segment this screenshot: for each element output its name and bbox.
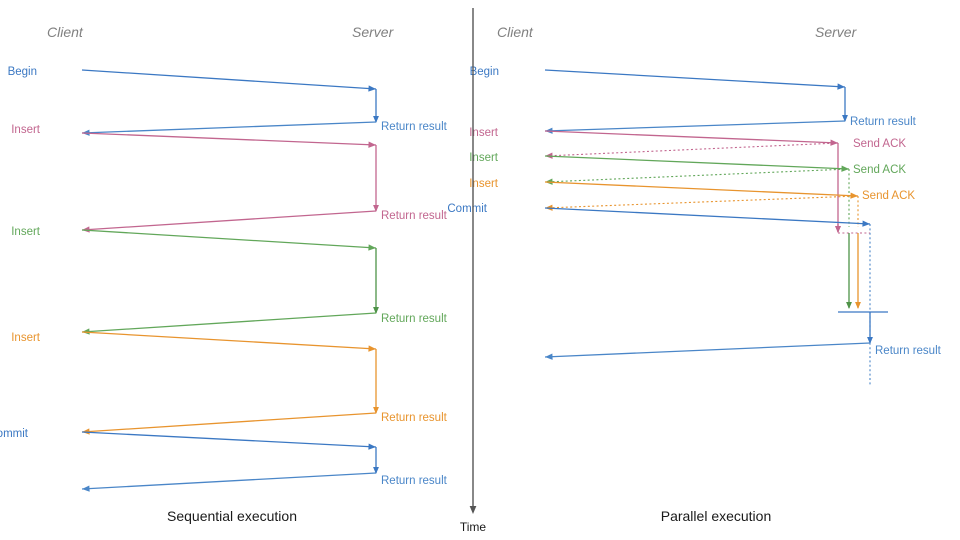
lane-title-sequential-client: Client — [47, 24, 84, 40]
message-label-insert3-return: Return result — [381, 412, 448, 424]
time-axis-label: Time — [460, 520, 487, 534]
message-label-begin-request: Begin — [8, 66, 37, 78]
message-line-commit-request — [81, 431, 377, 448]
message-label-begin-return: Return result — [850, 116, 917, 128]
message-label-insert2-ack: Send ACK — [853, 164, 906, 176]
arrowhead-insert2-processing — [373, 307, 379, 314]
message-line-insert1-return — [81, 210, 377, 231]
message-line-insert3-ack — [544, 195, 859, 209]
arrowhead-commit-request — [368, 443, 376, 450]
arrowhead-insert1-request — [368, 141, 376, 148]
panel-caption-parallel: Parallel execution — [661, 508, 772, 524]
message-label-insert3-request: Insert — [469, 178, 499, 190]
arrowhead-insert1-processing — [373, 205, 379, 212]
message-line-insert3-request — [544, 181, 859, 197]
message-line-begin-return — [81, 121, 377, 134]
arrowhead-insert3-request — [850, 192, 858, 199]
message-line-insert2-return — [81, 312, 377, 333]
message-label-commit-return: Return result — [875, 345, 942, 357]
message-label-insert1-ack: Send ACK — [853, 138, 906, 150]
message-line-begin-return — [544, 120, 846, 132]
message-line-begin-request — [544, 69, 846, 88]
arrowhead-insert2-request — [841, 165, 849, 172]
message-line-begin-request — [81, 69, 377, 90]
arrowhead-insert1-finish — [835, 226, 841, 233]
message-line-commit-return — [544, 342, 871, 358]
arrowhead-insert1-return — [82, 226, 90, 233]
message-label-insert2-request: Insert — [11, 226, 41, 238]
arrowhead-commit-return — [82, 485, 90, 492]
message-label-insert3-request: Insert — [11, 332, 41, 344]
lane-title-parallel-server: Server — [815, 24, 858, 40]
arrowhead-commit-processing — [867, 337, 873, 344]
message-label-commit-return: Return result — [381, 475, 448, 487]
arrowhead-insert3-request — [368, 345, 376, 352]
time-axis: Time — [460, 8, 487, 534]
message-line-commit-return — [81, 472, 377, 490]
message-line-insert3-request — [81, 331, 377, 350]
message-label-commit-request: Commit — [447, 203, 487, 215]
arrowhead-insert3-processing — [373, 407, 379, 414]
message-label-insert1-return: Return result — [381, 210, 448, 222]
message-label-insert1-request: Insert — [11, 124, 41, 136]
arrowhead-begin-request — [368, 85, 376, 92]
arrowhead-begin-processing — [373, 116, 379, 123]
arrowhead-insert3-return — [82, 428, 90, 435]
arrowhead-commit-request — [862, 220, 870, 227]
message-line-insert3-return — [81, 412, 377, 433]
message-line-insert1-ack — [544, 142, 839, 157]
panel-caption-sequential: Sequential execution — [167, 508, 297, 524]
message-label-begin-request: Begin — [470, 66, 499, 78]
arrowhead-begin-processing — [842, 115, 848, 122]
message-label-insert2-return: Return result — [381, 313, 448, 325]
arrowhead-commit-return — [545, 353, 553, 360]
arrowhead-insert2-finish — [846, 302, 852, 309]
message-line-insert2-request — [544, 155, 850, 170]
message-label-begin-return: Return result — [381, 121, 448, 133]
lane-title-parallel-client: Client — [497, 24, 534, 40]
arrowhead-insert2-return — [82, 328, 90, 335]
message-label-insert3-ack: Send ACK — [862, 190, 915, 202]
arrowhead-insert2-request — [368, 244, 376, 251]
message-line-insert2-ack — [544, 168, 850, 183]
arrowhead-begin-request — [837, 83, 845, 90]
message-label-commit-request: Commit — [0, 428, 29, 440]
message-label-insert1-request: Insert — [469, 127, 499, 139]
lane-title-sequential-server: Server — [352, 24, 395, 40]
message-line-commit-request — [544, 207, 871, 225]
arrowhead-insert3-finish — [855, 302, 861, 309]
arrowhead-insert1-request — [830, 139, 838, 146]
message-line-insert2-request — [81, 229, 377, 249]
time-axis-arrowhead — [469, 506, 477, 514]
message-line-insert1-request — [544, 130, 839, 144]
arrowhead-commit-processing — [373, 467, 379, 474]
message-line-insert1-request — [81, 132, 377, 146]
message-label-insert2-request: Insert — [469, 152, 499, 164]
